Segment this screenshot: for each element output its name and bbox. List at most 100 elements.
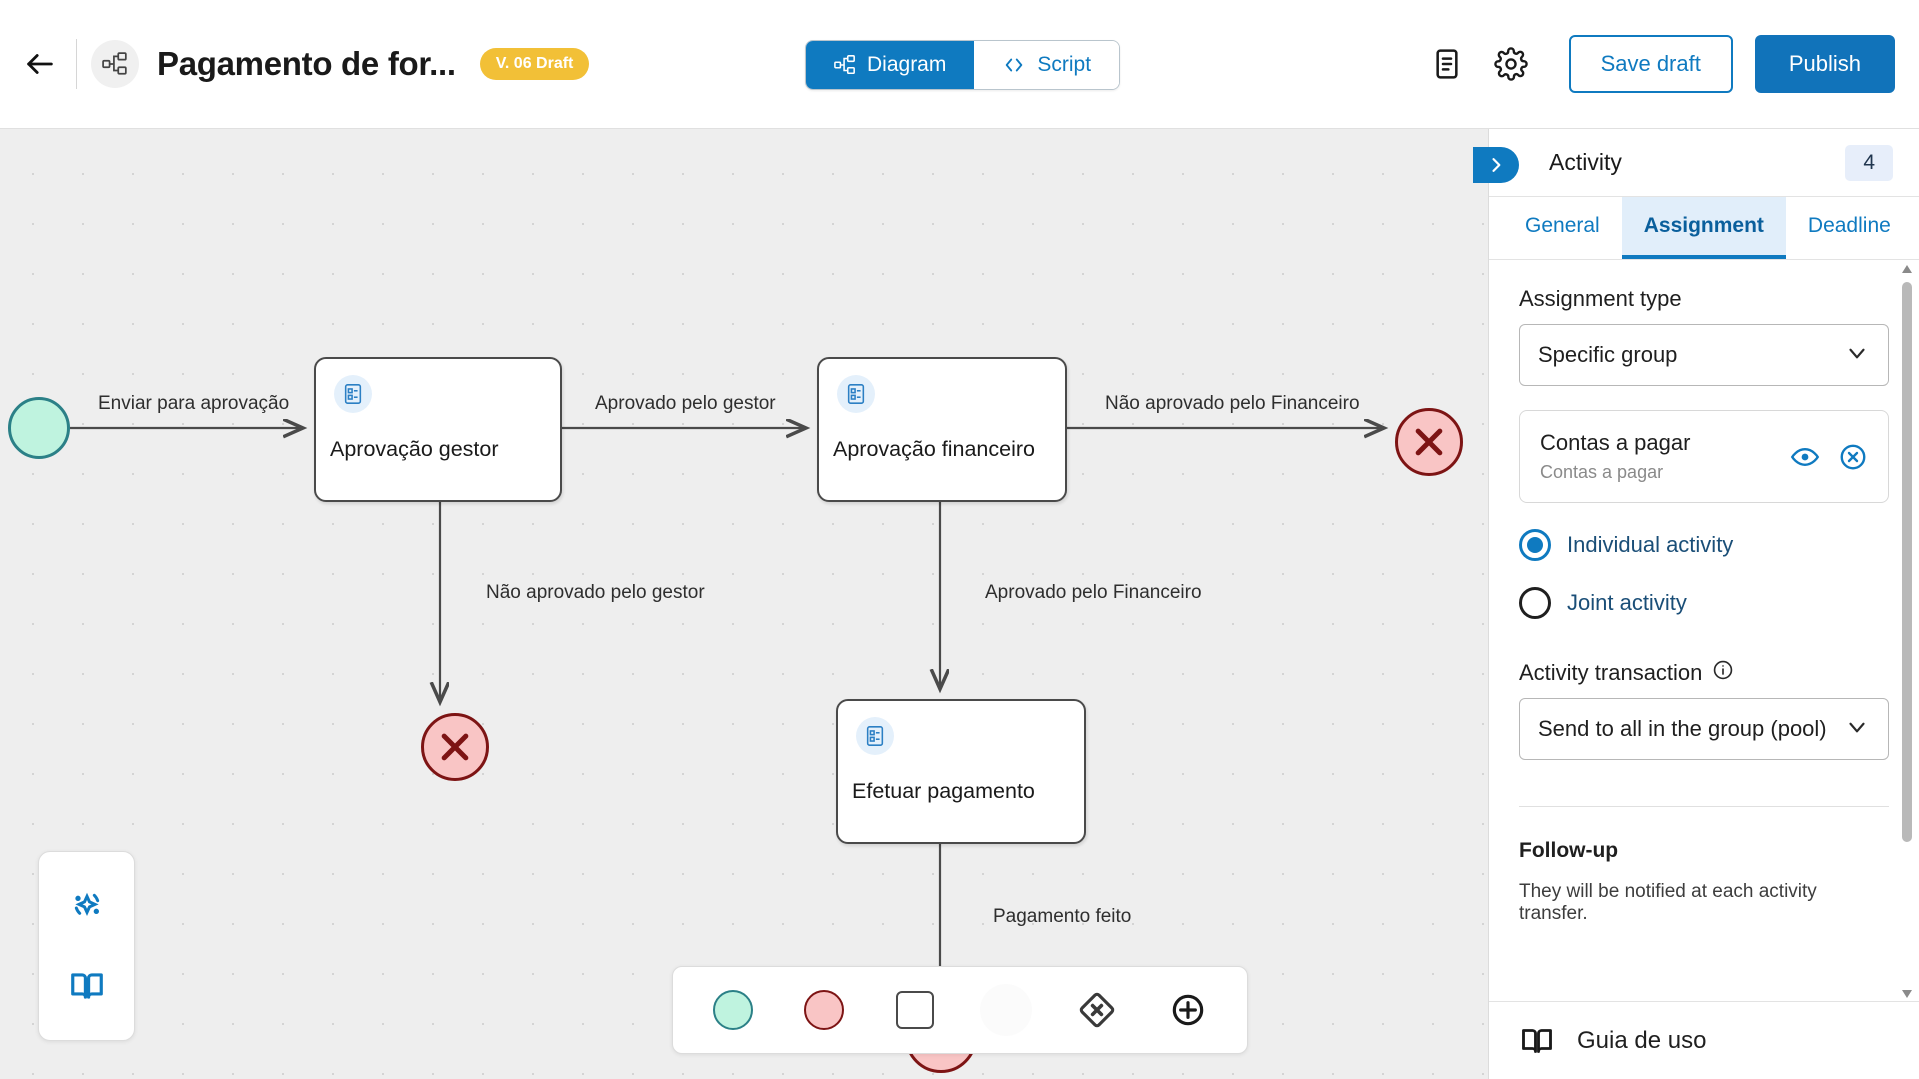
process-diagram-icon (91, 40, 139, 88)
info-icon[interactable] (1712, 659, 1734, 686)
radio-indicator (1519, 587, 1551, 619)
tab-general[interactable]: General (1525, 214, 1600, 237)
palette-task[interactable] (884, 979, 946, 1041)
panel-collapse-button[interactable] (1473, 147, 1519, 183)
close-x-icon (1415, 428, 1443, 456)
radio-joint-activity[interactable]: Joint activity (1519, 587, 1889, 619)
task-label: Aprovação financeiro (833, 437, 1035, 461)
diagram-connectors (70, 129, 1488, 1079)
panel-scrollbar[interactable] (1901, 260, 1913, 1001)
activity-transaction-value: Send to all in the group (pool) (1538, 716, 1827, 741)
document-button[interactable] (1419, 36, 1475, 92)
radio-joint-activity-label: Joint activity (1567, 590, 1687, 615)
header-divider (76, 39, 77, 89)
app-body: Aprovação gestor Aprovação financeiro (0, 129, 1919, 1079)
arrow-left-icon (27, 54, 53, 74)
edge-label-nao-aprovado-pelo-gestor: Não aprovado pelo gestor (486, 582, 705, 603)
diagram-canvas[interactable]: Aprovação gestor Aprovação financeiro (0, 129, 1488, 1079)
palette-end-event[interactable] (793, 979, 855, 1041)
panel-title: Activity (1549, 149, 1622, 175)
ai-sparkle-button[interactable] (59, 878, 115, 934)
start-event-node[interactable] (8, 397, 70, 459)
assigned-group-subtitle: Contas a pagar (1540, 462, 1664, 482)
palette-add[interactable] (1157, 979, 1219, 1041)
tab-assignment[interactable]: Assignment (1621, 197, 1786, 259)
save-draft-button[interactable]: Save draft (1568, 35, 1733, 93)
followup-description: They will be notified at each activity t… (1519, 881, 1817, 924)
publish-button[interactable]: Publish (1754, 35, 1895, 93)
end-event-shape-icon (803, 990, 844, 1030)
activity-transaction-select[interactable]: Send to all in the group (pool) (1519, 698, 1889, 760)
followup-title: Follow-up (1519, 839, 1619, 862)
panel-header: Activity 4 (1473, 129, 1919, 197)
task-label: Efetuar pagamento (852, 779, 1035, 803)
edge-label-nao-aprovado-pelo-financeiro: Não aprovado pelo Financeiro (1105, 393, 1360, 414)
back-button[interactable] (12, 36, 68, 92)
assigned-group-name: Contas a pagar (1540, 430, 1691, 455)
document-icon (1435, 49, 1458, 79)
palette-start-event[interactable] (702, 979, 764, 1041)
book-guide-icon (70, 973, 103, 999)
edge-label-pagamento-feito: Pagamento feito (993, 906, 1132, 927)
radio-indicator (1519, 529, 1551, 561)
tab-script-label: Script (1037, 53, 1092, 76)
scroll-down-arrow[interactable] (1901, 987, 1913, 999)
radio-individual-activity-label: Individual activity (1567, 532, 1734, 557)
edge-label-aprovado-pelo-financeiro: Aprovado pelo Financeiro (985, 582, 1202, 603)
task-label: Aprovação gestor (330, 437, 499, 461)
gear-icon (1493, 47, 1528, 81)
properties-panel: Activity 4 General Assignment Deadline A… (1473, 129, 1919, 1079)
panel-content: Assignment type Specific group Contas a … (1489, 260, 1919, 1001)
view-mode-toggle: Diagram Script (805, 40, 1121, 90)
scroll-up-arrow[interactable] (1901, 262, 1913, 274)
guide-book-button[interactable] (59, 958, 115, 1014)
tab-script[interactable]: Script (974, 41, 1120, 89)
form-task-icon (856, 717, 894, 755)
canvas-left-toolbar (38, 851, 135, 1041)
radio-individual-activity[interactable]: Individual activity (1519, 529, 1889, 561)
end-event-node-nao-aprovado-gestor[interactable] (421, 713, 489, 781)
version-badge: V. 06 Draft (479, 48, 590, 80)
eye-icon[interactable] (1790, 442, 1820, 472)
diagram-icon (834, 55, 855, 75)
shape-palette (672, 966, 1248, 1054)
edge-label-enviar-para-aprovacao: Enviar para aprovação (98, 393, 290, 414)
task-shape-icon (895, 991, 934, 1029)
scrollbar-thumb[interactable] (1902, 282, 1912, 842)
plus-circle-icon (1172, 994, 1203, 1026)
assignment-type-value: Specific group (1538, 342, 1678, 367)
tab-deadline[interactable]: Deadline (1807, 214, 1891, 237)
palette-gateway[interactable] (1066, 979, 1128, 1041)
gateway-diamond-x-icon (1079, 992, 1114, 1028)
chevron-right-icon (1492, 158, 1501, 172)
form-task-icon (837, 375, 875, 413)
chevron-down-icon (1844, 714, 1870, 745)
book-guide-icon (1522, 1028, 1552, 1053)
remove-circle-icon[interactable] (1838, 442, 1868, 472)
panel-tabs: General Assignment Deadline (1489, 197, 1919, 260)
form-task-icon (334, 375, 372, 413)
blank-shape-icon (979, 984, 1032, 1036)
end-event-node-nao-aprovado-financeiro[interactable] (1395, 408, 1463, 476)
assigned-group-actions (1790, 442, 1868, 472)
task-node-aprovacao-financeiro[interactable]: Aprovação financeiro (817, 357, 1067, 502)
close-x-icon (441, 733, 469, 761)
task-node-aprovacao-gestor[interactable]: Aprovação gestor (314, 357, 562, 502)
settings-button[interactable] (1483, 36, 1539, 92)
code-brackets-icon (1006, 58, 1023, 72)
assignment-type-select[interactable]: Specific group (1519, 324, 1889, 386)
start-event-shape-icon (712, 990, 753, 1030)
ai-sparkle-icon (74, 892, 99, 916)
panel-count-badge: 4 (1845, 144, 1893, 181)
activity-transaction-header: Activity transaction (1519, 659, 1889, 686)
tab-diagram-label: Diagram (867, 53, 947, 76)
task-node-efetuar-pagamento[interactable]: Efetuar pagamento (836, 699, 1086, 844)
panel-footer-label: Guia de uso (1577, 1026, 1707, 1054)
palette-blank[interactable] (975, 979, 1037, 1041)
assigned-group-card: Contas a pagar Contas a pagar (1519, 410, 1889, 503)
app-header: Pagamento de for... V. 06 Draft Diagram … (0, 0, 1919, 129)
panel-footer-guide-link[interactable]: Guia de uso (1489, 1001, 1919, 1079)
page-title: Pagamento de for... (157, 45, 456, 82)
tab-diagram[interactable]: Diagram (806, 41, 975, 89)
